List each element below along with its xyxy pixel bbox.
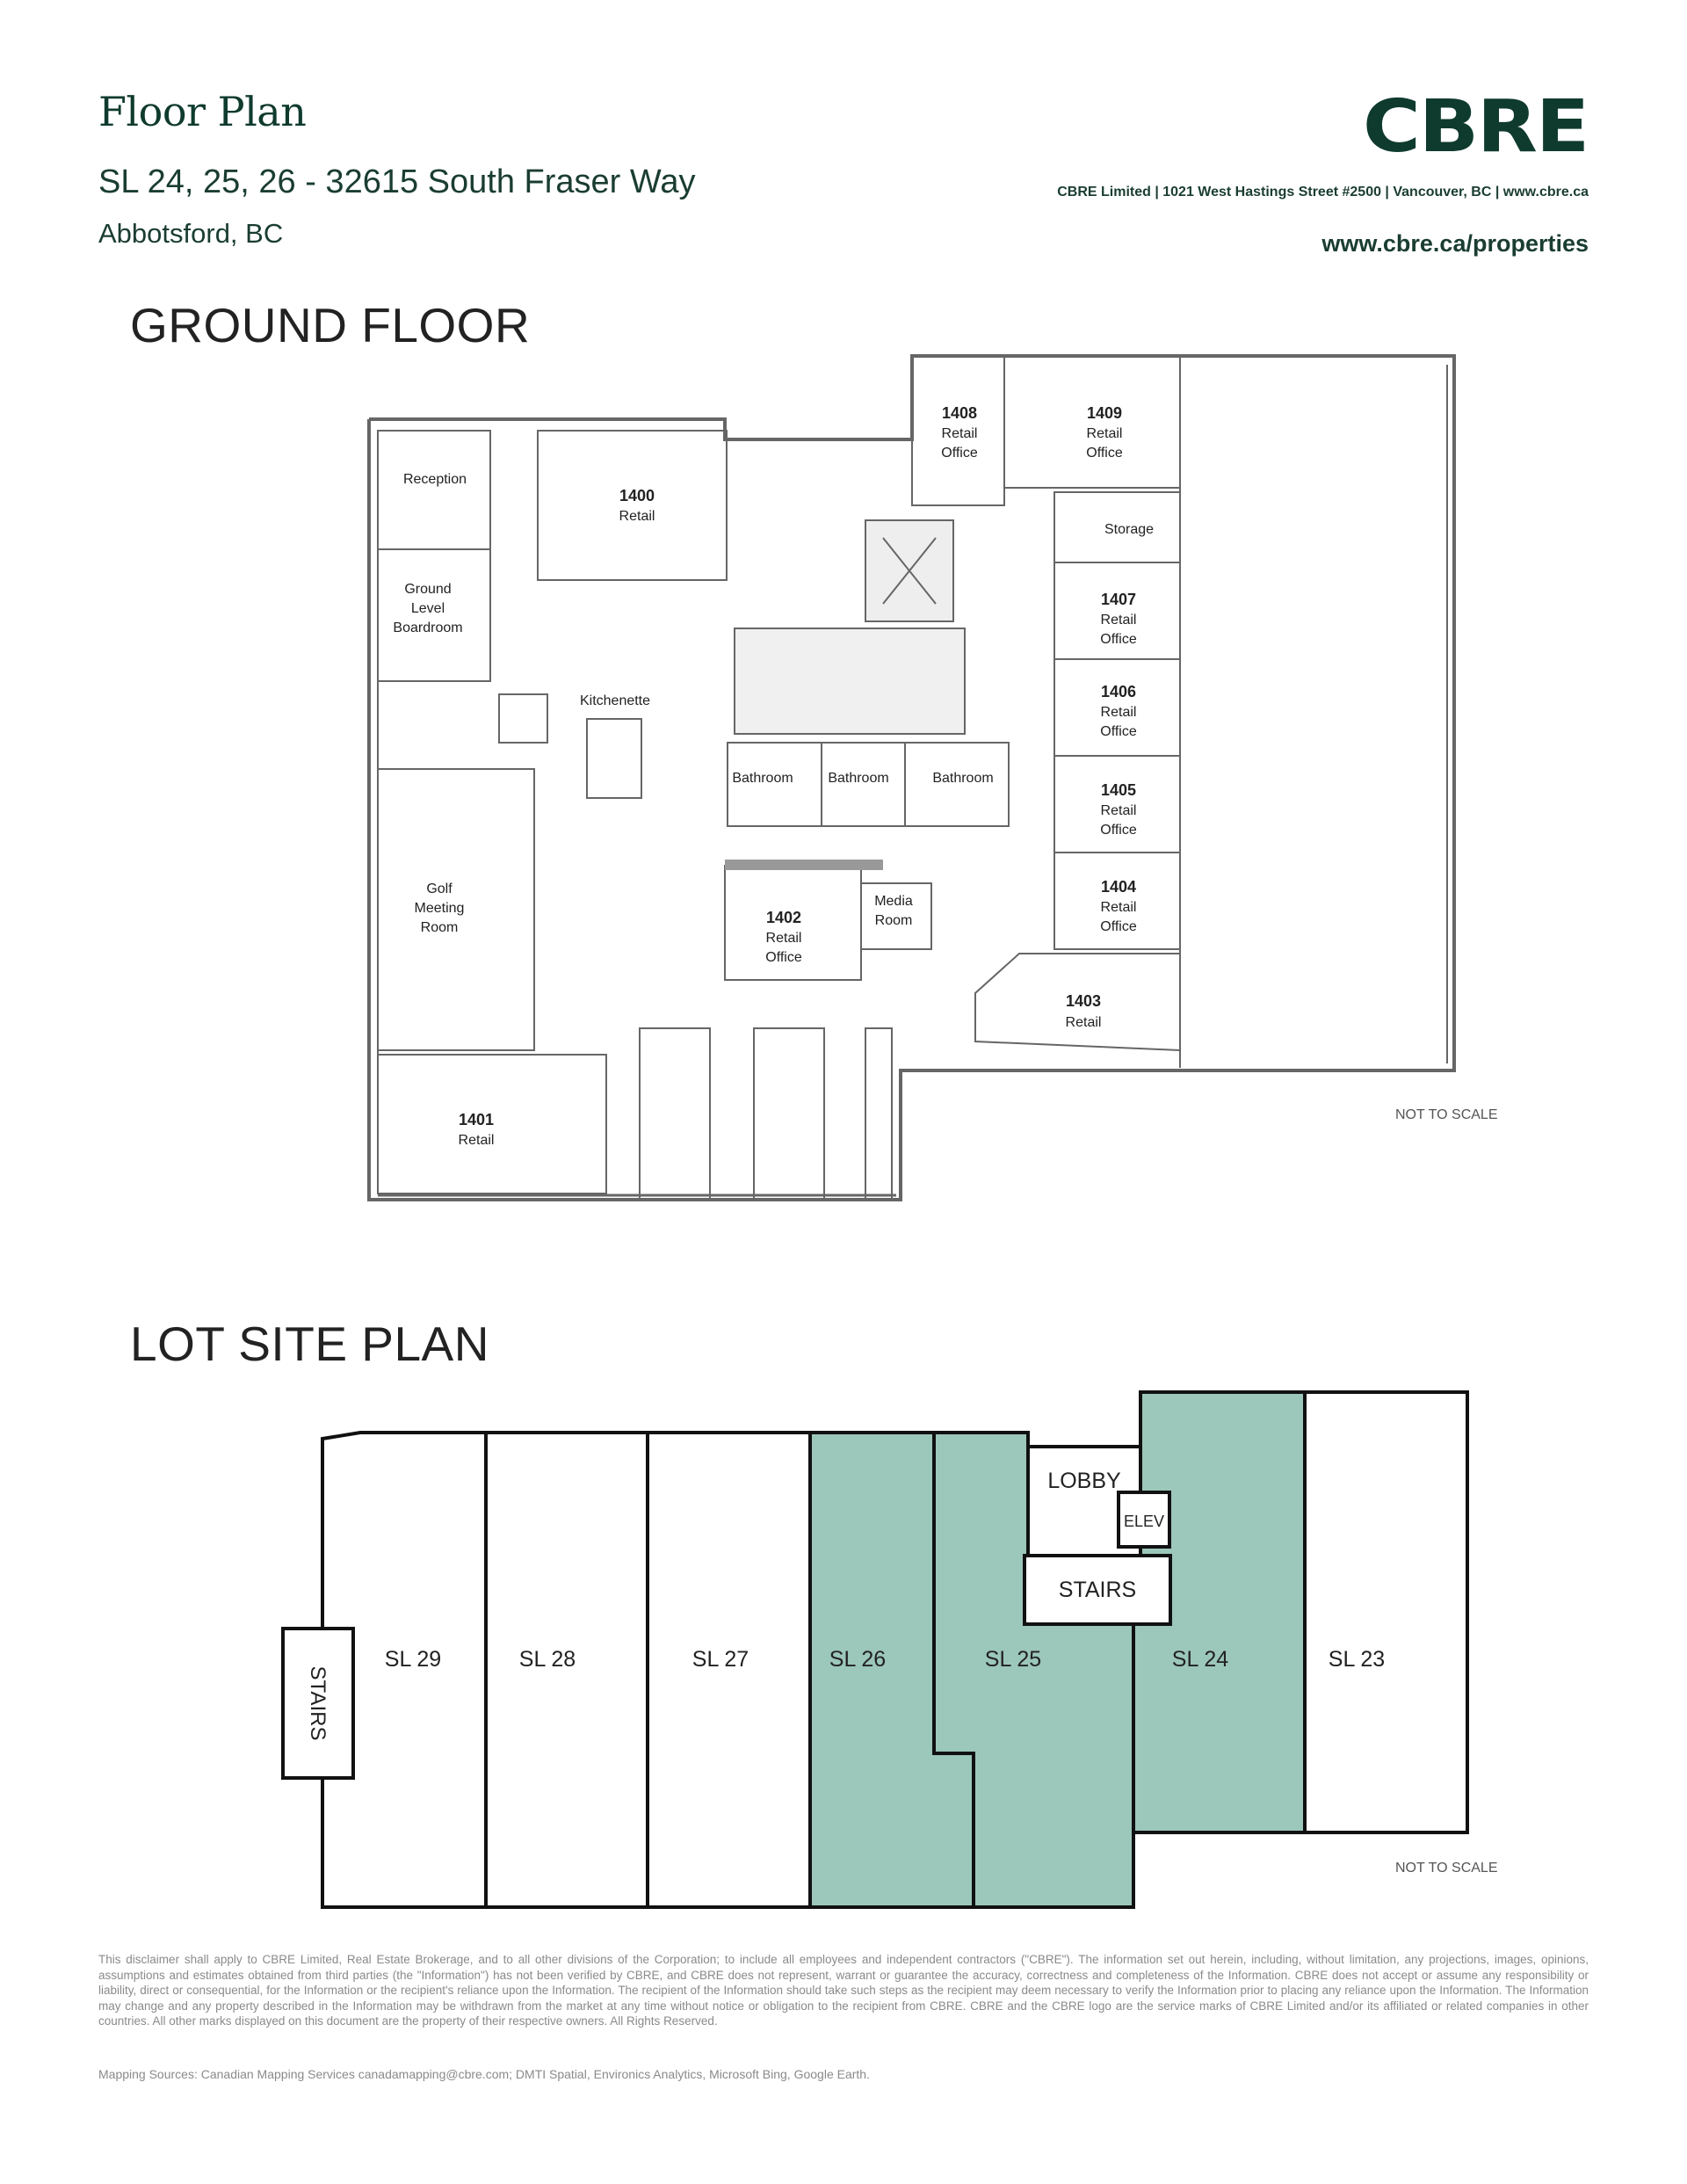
room-golf-line3: Room bbox=[421, 920, 459, 935]
room-golf-line1: Golf bbox=[426, 882, 453, 896]
room-1408-number: 1408 bbox=[942, 404, 977, 422]
room-bathroom-2: Bathroom bbox=[828, 771, 888, 786]
room-1407-number: 1407 bbox=[1101, 591, 1136, 608]
room-1404-number: 1404 bbox=[1101, 878, 1136, 896]
room-1406-type1: Retail bbox=[1101, 705, 1137, 720]
property-city: Abbotsford, BC bbox=[98, 218, 284, 249]
room-bathroom-1: Bathroom bbox=[732, 771, 793, 786]
stairs-left-box bbox=[281, 1627, 355, 1780]
room-1400-number: 1400 bbox=[619, 487, 655, 504]
hatched-wall bbox=[725, 860, 883, 870]
cbre-logo: CBRE bbox=[1363, 88, 1589, 163]
room-bathroom-3: Bathroom bbox=[932, 771, 993, 786]
room-1400-type: Retail bbox=[619, 509, 655, 524]
lot-sl27-label: SL 27 bbox=[692, 1647, 749, 1672]
lot-sl29-label: SL 29 bbox=[385, 1647, 441, 1672]
room-1407-type2: Office bbox=[1100, 632, 1137, 647]
properties-link[interactable]: www.cbre.ca/properties bbox=[1321, 230, 1589, 257]
room-1409-type2: Office bbox=[1086, 446, 1123, 461]
lot-plan-not-to-scale: NOT TO SCALE bbox=[1395, 1861, 1498, 1876]
room-1409-number: 1409 bbox=[1087, 404, 1122, 422]
room-1402-type1: Retail bbox=[766, 931, 802, 946]
room-1401-number: 1401 bbox=[459, 1111, 494, 1128]
ground-floor-heading: GROUND FLOOR bbox=[130, 298, 531, 352]
room-1405-number: 1405 bbox=[1101, 781, 1136, 799]
room-1403-number: 1403 bbox=[1066, 992, 1101, 1010]
lot-sl25-label: SL 25 bbox=[985, 1647, 1041, 1672]
lobby-label: LOBBY bbox=[1047, 1469, 1121, 1493]
page-title: Floor Plan bbox=[98, 88, 307, 135]
room-boardroom-line1: Ground bbox=[404, 582, 451, 597]
ground-floor-plan: Reception 1400 Retail Ground Level Board… bbox=[367, 354, 1456, 1201]
room-1405-type1: Retail bbox=[1101, 803, 1137, 818]
lot-site-plan: SL 29 SL 28 SL 27 SL 26 SL 25 SL 24 SL 2… bbox=[281, 1390, 1469, 1909]
room-1402-type2: Office bbox=[765, 950, 802, 965]
room-1401-type: Retail bbox=[459, 1133, 495, 1148]
room-storage: Storage bbox=[1104, 522, 1154, 537]
lot-sl28-label: SL 28 bbox=[519, 1647, 576, 1672]
disclaimer-text: This disclaimer shall apply to CBRE Limi… bbox=[98, 1953, 1589, 2028]
room-1402-number: 1402 bbox=[766, 909, 801, 926]
elev-box bbox=[1117, 1491, 1171, 1549]
room-1409-type1: Retail bbox=[1087, 426, 1123, 441]
lot-sl23 bbox=[1303, 1390, 1469, 1834]
outer-wall bbox=[367, 354, 1456, 1201]
lot-sl24-label: SL 24 bbox=[1172, 1647, 1229, 1672]
mapping-sources: Mapping Sources: Canadian Mapping Servic… bbox=[98, 2067, 870, 2081]
room-kitchenette: Kitchenette bbox=[580, 693, 650, 708]
room-1408-type2: Office bbox=[941, 446, 978, 461]
room-1404-type1: Retail bbox=[1101, 900, 1137, 915]
room-reception: Reception bbox=[403, 472, 467, 487]
elev-label: ELEV bbox=[1124, 1513, 1164, 1530]
room-1406-type2: Office bbox=[1100, 724, 1137, 739]
stairs-center-box bbox=[1023, 1554, 1172, 1626]
room-1405-type2: Office bbox=[1100, 823, 1137, 838]
lot-site-plan-heading: LOT SITE PLAN bbox=[130, 1317, 489, 1371]
lot-sl26-label: SL 26 bbox=[829, 1647, 886, 1672]
room-golf-line2: Meeting bbox=[415, 901, 465, 916]
ground-floor-not-to-scale: NOT TO SCALE bbox=[1395, 1107, 1498, 1122]
room-boardroom-line3: Boardroom bbox=[393, 620, 462, 635]
stairs-center-label: STAIRS bbox=[1059, 1578, 1136, 1602]
room-1404-type2: Office bbox=[1100, 919, 1137, 934]
lot-sl28 bbox=[484, 1431, 649, 1909]
room-media-line2: Room bbox=[875, 913, 913, 928]
property-address: SL 24, 25, 26 - 32615 South Fraser Way bbox=[98, 163, 696, 200]
room-1407-type1: Retail bbox=[1101, 613, 1137, 628]
lot-sl23-label: SL 23 bbox=[1329, 1647, 1385, 1672]
room-boardroom-line2: Level bbox=[411, 601, 445, 616]
room-1408-type1: Retail bbox=[942, 426, 978, 441]
room-1403-type: Retail bbox=[1066, 1015, 1102, 1030]
company-address: CBRE Limited | 1021 West Hastings Street… bbox=[1057, 185, 1589, 200]
cbre-logo-text: CBRE bbox=[1363, 88, 1588, 163]
room-media-line1: Media bbox=[874, 894, 913, 909]
room-1406-number: 1406 bbox=[1101, 683, 1136, 700]
lot-sl27 bbox=[646, 1431, 812, 1909]
stairs-left-label: STAIRS bbox=[306, 1666, 329, 1741]
